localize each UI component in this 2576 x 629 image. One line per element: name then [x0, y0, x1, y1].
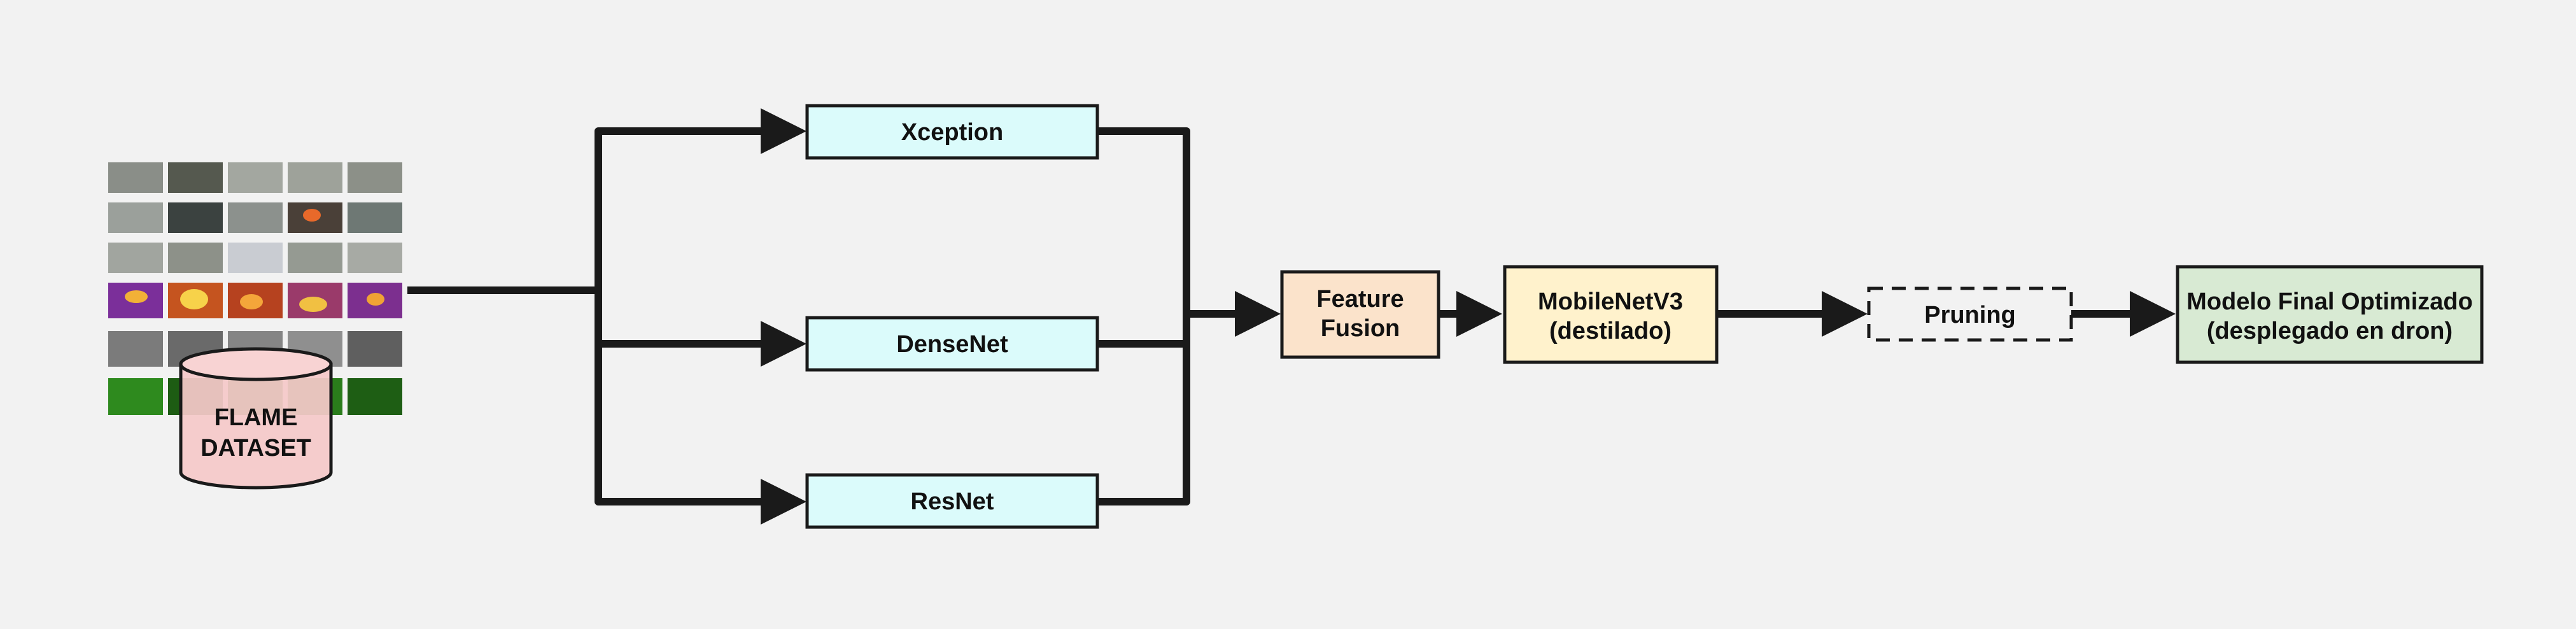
thumbnail-image [168, 202, 223, 233]
thumbnail-image [348, 202, 402, 233]
thumbnail-image [108, 331, 163, 367]
connectors-merge [1097, 127, 1281, 505]
pruning-label: Pruning [1924, 302, 2016, 329]
fusion-label-line2: Fusion [1321, 315, 1400, 342]
thumbnail-image [288, 243, 342, 273]
final-box [2176, 265, 2484, 364]
thumbnail-image [288, 162, 342, 193]
dataset-cylinder: FLAME DATASET [179, 347, 333, 490]
cylinder-top [179, 347, 333, 381]
thumbnail-image [228, 162, 283, 193]
thumbnail-image [348, 162, 402, 193]
student-label-line1: MobileNetV3 [1538, 288, 1683, 315]
thumb-row-snow-2 [108, 202, 402, 233]
thumb-row-thermal [108, 283, 402, 318]
fire-spot [303, 209, 321, 222]
pruning-box [1867, 286, 2073, 342]
thumbnail-image [108, 202, 163, 233]
backbone-label: Xception [901, 119, 1003, 146]
cylinder-body [179, 362, 333, 490]
feature-fusion-node: Feature Fusion [1280, 270, 1440, 359]
thumb-row-snow-1 [108, 162, 402, 193]
hotspot [125, 290, 148, 303]
backbone-box [805, 473, 1099, 529]
final-model-node: Modelo Final Optimizado (desplegado en d… [2176, 265, 2484, 364]
student-label-line2: (destilado) [1549, 318, 1672, 344]
fusion-label-line1: Feature [1316, 286, 1404, 313]
thumbnail-image [348, 243, 402, 273]
backbone-xception-node: Xception [805, 104, 1099, 160]
student-model-node: MobileNetV3 (destilado) [1503, 265, 1719, 364]
dataset-label-line1: FLAME [215, 404, 298, 431]
hotspot [299, 297, 327, 312]
thumb-row-snow-3 [108, 243, 402, 273]
connectors-split [407, 108, 806, 525]
backbone-resnet-node: ResNet [805, 473, 1099, 529]
backbone-label: DenseNet [896, 331, 1008, 358]
thumbnail-image [168, 243, 223, 273]
backbone-label: ResNet [911, 488, 994, 515]
backbone-box [805, 316, 1099, 372]
thumbnail-image [108, 243, 163, 273]
merge-from-xception [1097, 127, 1190, 505]
hotspot [180, 289, 208, 309]
hotspot [367, 293, 384, 306]
split-trunk [595, 127, 611, 505]
student-box [1503, 265, 1719, 364]
thumbnail-image [348, 378, 402, 415]
thumbnail-image [348, 331, 402, 367]
backbone-densenet-node: DenseNet [805, 316, 1099, 372]
hotspot [240, 294, 263, 309]
dataset-label-line2: DATASET [201, 435, 311, 462]
thumbnail-image [168, 162, 223, 193]
thumb-fire-glows [303, 209, 321, 222]
thumbnail-image [108, 378, 163, 415]
pruning-node: Pruning [1867, 286, 2073, 342]
backbone-box [805, 104, 1099, 160]
thumbnail-image [108, 162, 163, 193]
fusion-box [1280, 270, 1440, 359]
thumbnail-image [228, 202, 283, 233]
final-label-line1: Modelo Final Optimizado [2186, 288, 2473, 315]
final-label-line2: (desplegado en dron) [2207, 318, 2453, 344]
thumbnail-image [228, 243, 283, 273]
